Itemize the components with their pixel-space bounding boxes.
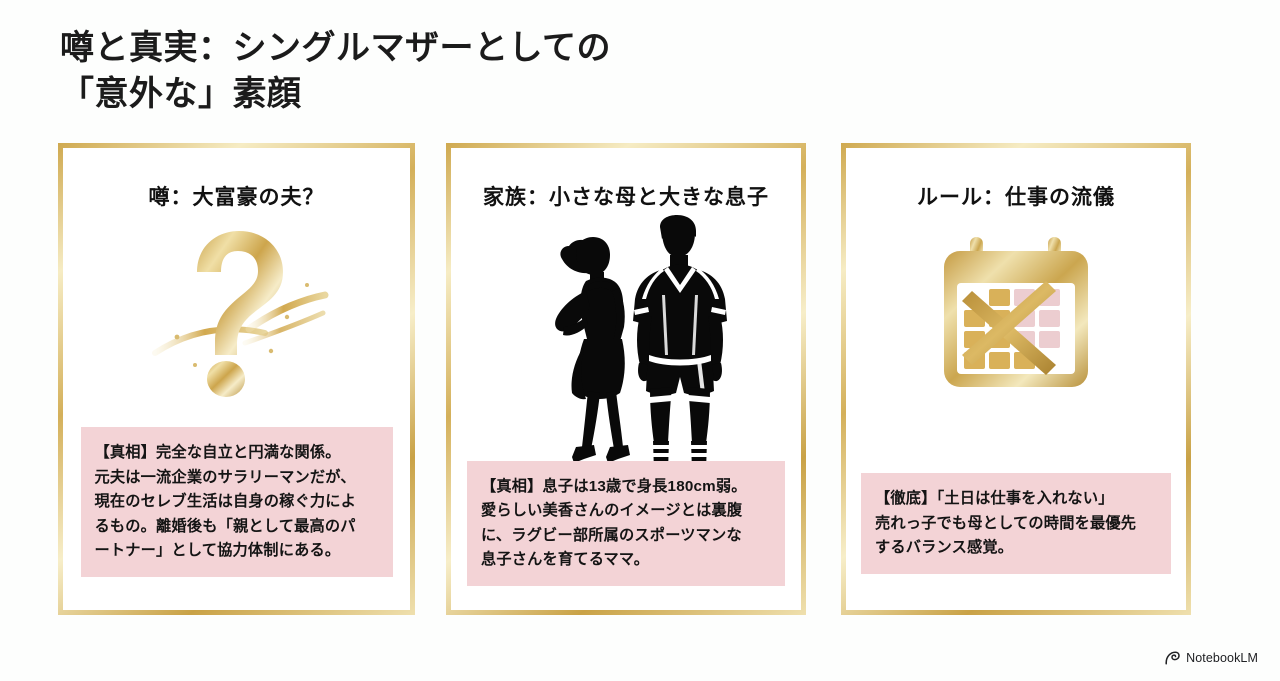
card-inner: 家族：小さな母と大きな息子 xyxy=(456,153,796,605)
notebooklm-spiral-icon xyxy=(1165,651,1180,665)
gold-calendar-crossed-icon xyxy=(944,237,1088,387)
truth-text-box: 【真相】完全な自立と円満な関係。 元夫は一流企業のサラリーマンだが、 現在のセレ… xyxy=(80,426,393,577)
gold-question-mark-icon xyxy=(151,230,328,397)
card-icon-container xyxy=(852,223,1180,413)
card-rule-work-style[interactable]: ルール：仕事の流儀 xyxy=(841,143,1191,615)
page-title: 噂と真実：シングルマザーとしての 「意外な」素顔 xyxy=(60,30,611,113)
notebooklm-logo-text: NotebookLM xyxy=(1186,651,1258,665)
card-icon-container xyxy=(69,217,404,417)
truth-text-box: 【真相】息子は13歳で身長180cm弱。 愛らしい美香さんのイメージとは裏腹 に… xyxy=(467,460,785,586)
card-title: ルール：仕事の流儀 xyxy=(917,186,1115,209)
card-inner: ルール：仕事の流儀 xyxy=(851,153,1181,605)
card-title: 噂：大富豪の夫？ xyxy=(148,186,325,209)
card-family-mother-and-son[interactable]: 家族：小さな母と大きな息子 xyxy=(446,143,806,615)
card-icon-container xyxy=(457,213,795,485)
card-inner: 噂：大富豪の夫？ xyxy=(68,153,405,605)
mother-and-son-silhouette-icon xyxy=(555,215,727,481)
notebooklm-footer-logo: NotebookLM xyxy=(1165,651,1258,665)
truth-text-box: 【徹底】「土日は仕事を入れない」 売れっ子でも母としての時間を最優先 するバラン… xyxy=(861,473,1171,574)
card-title: 家族：小さな母と大きな息子 xyxy=(483,186,769,209)
card-rumor-rich-husband[interactable]: 噂：大富豪の夫？ xyxy=(58,143,415,615)
